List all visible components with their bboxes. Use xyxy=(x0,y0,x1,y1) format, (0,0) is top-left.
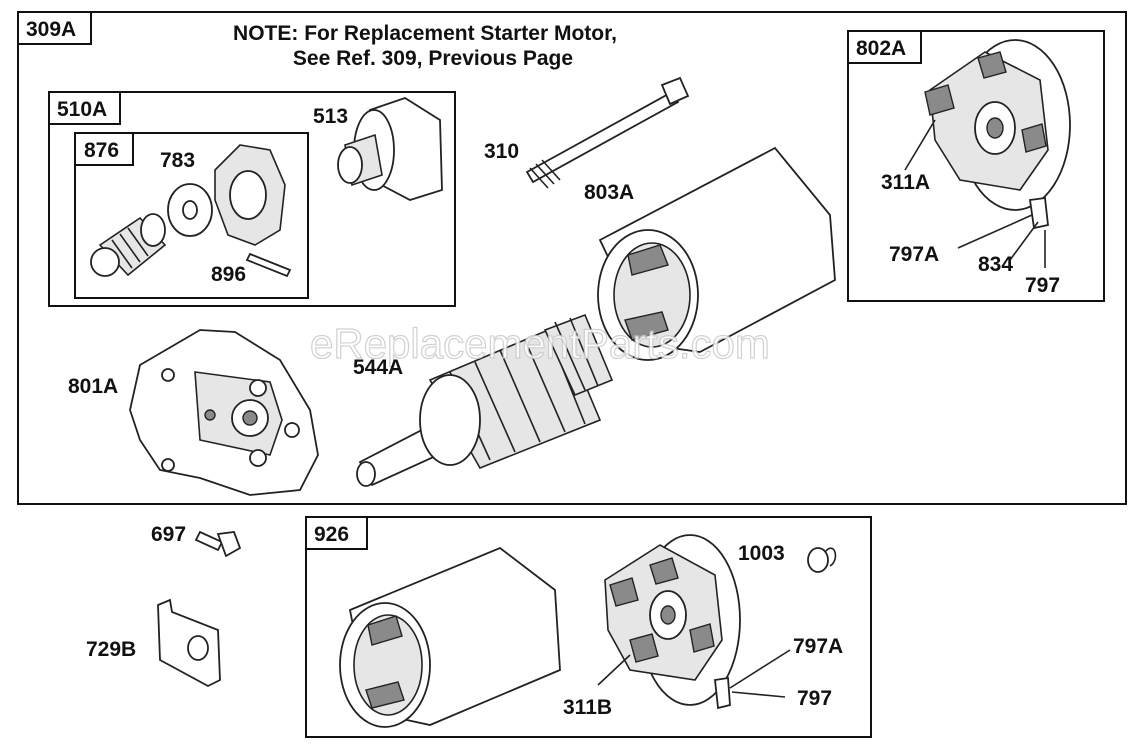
note-line-1: NOTE: For Replacement Starter Motor, xyxy=(233,22,617,45)
note-line-2: See Ref. 309, Previous Page xyxy=(293,47,573,70)
part-label-697: 697 xyxy=(151,523,186,546)
group-876-label: 876 xyxy=(84,139,119,162)
part-1003-drawing xyxy=(807,547,837,573)
part-729B-drawing xyxy=(157,598,221,688)
part-310-drawing xyxy=(525,76,690,189)
part-label-311A: 311A xyxy=(881,171,930,194)
part-label-310: 310 xyxy=(484,140,519,163)
part-label-797A-bottom: 797A xyxy=(793,635,843,658)
group-926-label: 926 xyxy=(314,523,349,546)
part-label-1003: 1003 xyxy=(738,542,785,565)
group-926-frame xyxy=(305,516,872,738)
part-label-311B: 311B xyxy=(563,696,612,719)
part-label-513: 513 xyxy=(313,105,348,128)
part-803A-drawing xyxy=(597,146,836,361)
part-label-797-top: 797 xyxy=(1025,274,1060,297)
part-label-797A-top: 797A xyxy=(889,243,939,266)
part-802A-drawing xyxy=(924,39,1071,230)
part-876-drawing xyxy=(90,213,167,277)
group-802A-label: 802A xyxy=(856,37,906,60)
part-label-834: 834 xyxy=(978,253,1013,276)
part-label-544A: 544A xyxy=(353,356,403,379)
part-544A-drawing xyxy=(356,313,614,487)
group-510A-frame xyxy=(48,91,456,307)
group-309A-label: 309A xyxy=(26,18,76,41)
group-876-tag xyxy=(74,132,134,166)
part-926-housing-drawing xyxy=(339,546,561,728)
part-label-801A: 801A xyxy=(68,375,118,398)
group-802A-frame xyxy=(847,30,1105,302)
group-510A-label: 510A xyxy=(57,98,107,121)
watermark: eReplacementParts.com xyxy=(310,320,770,367)
part-label-797-bottom: 797 xyxy=(797,687,832,710)
part-label-896: 896 xyxy=(211,263,246,286)
group-510A-tag xyxy=(48,91,121,125)
part-label-783: 783 xyxy=(160,149,195,172)
part-label-729B: 729B xyxy=(86,638,136,661)
part-513-drawing xyxy=(337,97,443,201)
part-926-endcap-drawing xyxy=(604,534,741,710)
part-783-drawing xyxy=(167,144,286,246)
part-label-803A: 803A xyxy=(584,181,634,204)
part-896-drawing xyxy=(245,252,292,278)
part-697-drawing xyxy=(194,530,242,558)
leader-lines xyxy=(597,119,1046,698)
group-309A-frame xyxy=(17,11,1127,505)
part-801A-drawing xyxy=(129,329,319,496)
group-876-frame xyxy=(74,132,309,299)
group-926-tag xyxy=(305,516,368,550)
group-802A-tag xyxy=(847,30,922,64)
group-309A-tag xyxy=(17,11,92,45)
